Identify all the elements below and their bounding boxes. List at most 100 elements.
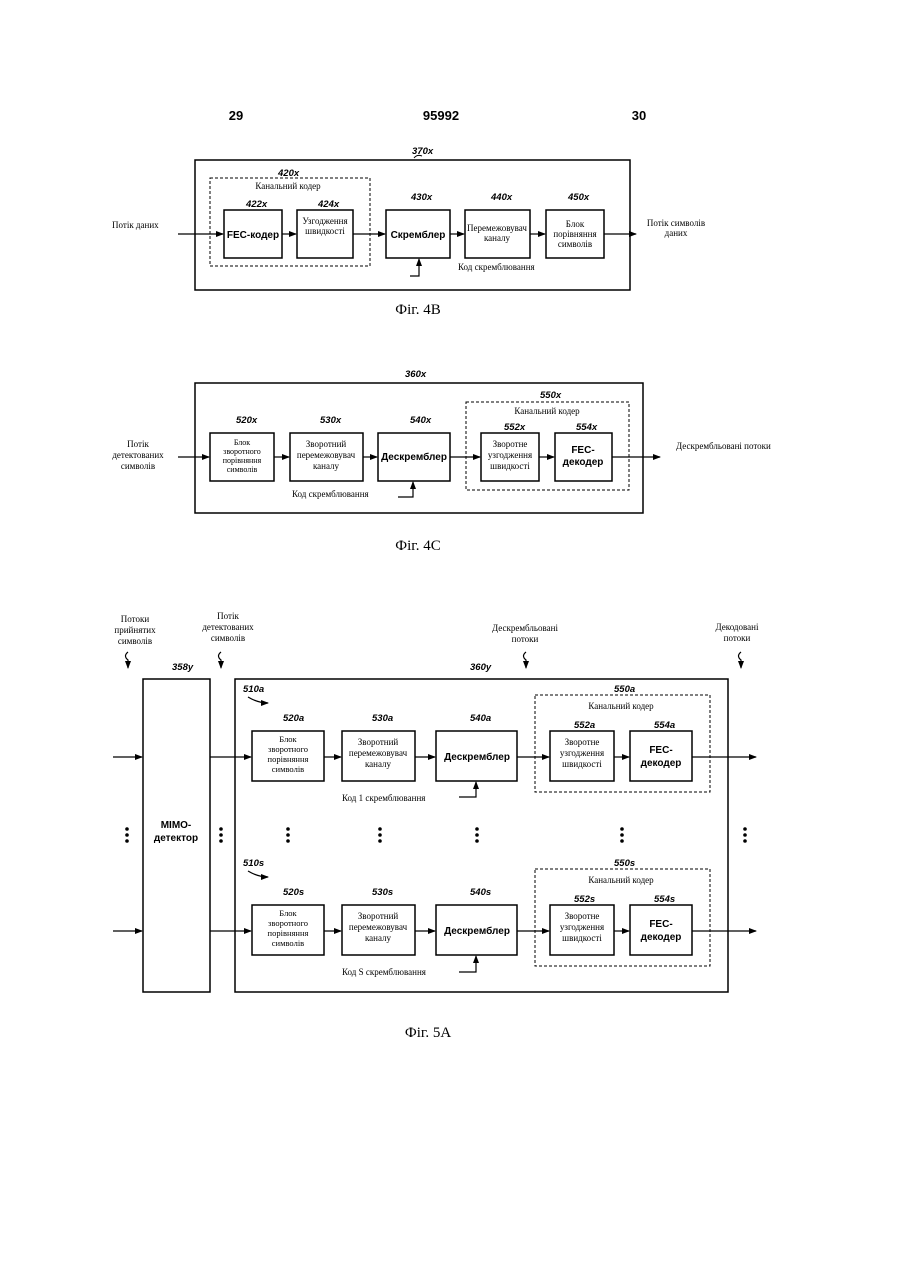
figure-caption-4b: Фіг. 4B <box>395 302 440 318</box>
decoded-streams-line1: Декодовані <box>716 622 759 632</box>
ref-540s: 540s <box>470 887 491 898</box>
demapping-a-line4: символів <box>272 764 304 774</box>
output-label-line1: Потік символів <box>647 218 705 228</box>
decoded-streams-line2: потоки <box>724 633 751 643</box>
fec-decoder-a-line1: FEC- <box>649 745 672 756</box>
ellipsis-dots-row <box>125 827 747 843</box>
ref-554x: 554x <box>576 422 598 433</box>
descrambled-streams-line1: Дескрембльовані <box>492 623 558 633</box>
rate-dematching-a-line3: швидкості <box>562 759 602 769</box>
fec-decoder-line1: FEC- <box>571 445 594 456</box>
deinterleaver-line3: каналу <box>313 461 340 471</box>
descrambled-streams-line2: потоки <box>512 634 539 644</box>
deinterleaver-a-line1: Зворотний <box>358 737 399 747</box>
demapping-line2: зворотного <box>223 447 261 456</box>
figure-4b: 370x 420x Канальний кодер 422x FEC-кодер… <box>112 146 705 318</box>
ref-510a: 510a <box>243 684 264 695</box>
ref-552s: 552s <box>574 894 595 905</box>
ref-430x: 430x <box>410 192 433 203</box>
deinterleaver-line1: Зворотний <box>306 439 347 449</box>
detected-streams-line1: Потік <box>217 611 239 621</box>
rate-matching-line1: Узгодження <box>302 216 347 226</box>
ref-540x: 540x <box>410 415 432 426</box>
ref-550a: 550a <box>614 684 635 695</box>
demapping-a-line2: зворотного <box>268 744 308 754</box>
scrambling-code-label: Код скремблювання <box>458 262 535 272</box>
demapping-s-line1: Блок <box>279 908 297 918</box>
ref-450x: 450x <box>567 192 590 203</box>
rate-dematching-s-line2: узгодження <box>560 922 604 932</box>
fec-decoder-a-line2: декодер <box>641 758 682 769</box>
tx-data-processor-frame <box>195 160 630 290</box>
figure-5a: Потоки прийнятих символів Потік детектов… <box>113 611 759 1041</box>
ref-360y: 360y <box>470 662 492 673</box>
ref-550x: 550x <box>540 390 562 401</box>
ref-520s: 520s <box>283 887 304 898</box>
figure-4c: 360x 550x Канальний кодер 520x Блок звор… <box>112 369 771 554</box>
ref-552a: 552a <box>574 720 595 731</box>
figure-caption-5a: Фіг. 5A <box>405 1025 451 1041</box>
fec-decoder-line2: декодер <box>563 457 604 468</box>
demapping-a-line1: Блок <box>279 734 297 744</box>
ref-530a: 530a <box>372 713 393 724</box>
ref-440x: 440x <box>490 192 513 203</box>
ref-510s: 510s <box>243 858 264 869</box>
ref-358y: 358y <box>172 662 194 673</box>
scrambling-code-1-label: Код 1 скремблювання <box>342 793 425 803</box>
deinterleaver-a-line2: перемежовувач <box>349 748 408 758</box>
ref-554a: 554a <box>654 720 675 731</box>
ref-370x: 370x <box>412 146 434 157</box>
deinterleaver-a-line3: каналу <box>365 759 392 769</box>
descrambler-label: Дескремблер <box>381 451 447 463</box>
channel-coder-s-label: Канальний кодер <box>588 875 654 885</box>
rate-dematching-s-line3: швидкості <box>562 933 602 943</box>
deinterleaver-s-line1: Зворотний <box>358 911 399 921</box>
demapping-s-line2: зворотного <box>268 918 308 928</box>
mimo-detector-line2: детектор <box>154 833 198 844</box>
demapping-a-line3: порівняння <box>268 754 309 764</box>
demapping-line3: порівняння <box>223 456 262 465</box>
scrambling-code-label: Код скремблювання <box>292 489 369 499</box>
received-streams-line1: Потоки <box>121 614 150 624</box>
ref-530s: 530s <box>372 887 393 898</box>
rate-dematching-line1: Зворотне <box>493 439 528 449</box>
scrambler-label: Скремблер <box>391 229 446 241</box>
descrambled-streams-output-label: Дескрембльовані потоки <box>676 441 771 451</box>
page-number-right: 30 <box>632 108 646 123</box>
ref-520a: 520a <box>283 713 304 724</box>
detected-streams-line2: детектованих <box>202 622 254 632</box>
fec-decoder-s-block <box>630 905 692 955</box>
demapping-line4: символів <box>227 465 258 474</box>
output-label-line2: даних <box>665 228 688 238</box>
ref-554s: 554s <box>654 894 675 905</box>
deinterleaver-s-line3: каналу <box>365 933 392 943</box>
channel-coder-label: Канальний кодер <box>514 406 580 416</box>
ref-360x: 360x <box>405 369 427 380</box>
ref-420x: 420x <box>277 168 300 179</box>
descrambler-s-label: Дескремблер <box>444 925 510 937</box>
fec-decoder-s-line2: декодер <box>641 932 682 943</box>
received-streams-line2: прийнятих <box>114 625 156 635</box>
fec-encoder-label: FEC-кодер <box>227 230 279 241</box>
mapping-line1: Блок <box>566 219 585 229</box>
interleaver-line1: Перемежовувач <box>467 223 527 233</box>
received-streams-line3: символів <box>118 636 152 646</box>
mapping-line3: символів <box>558 239 592 249</box>
scrambling-code-s-label: Код S скремблювання <box>342 967 426 977</box>
demapping-s-line3: порівняння <box>268 928 309 938</box>
input-label-line3: символів <box>121 461 155 471</box>
rate-dematching-s-line1: Зворотне <box>565 911 600 921</box>
document-number: 95992 <box>423 108 459 123</box>
fec-decoder-a-block <box>630 731 692 781</box>
mapping-line2: порівняння <box>553 229 596 239</box>
rate-matching-line2: швидкості <box>305 226 345 236</box>
deinterleaver-line2: перемежовувач <box>297 450 356 460</box>
demapping-line1: Блок <box>234 438 250 447</box>
demapping-s-line4: символів <box>272 938 304 948</box>
ref-520x: 520x <box>236 415 258 426</box>
ref-422x: 422x <box>245 199 268 210</box>
deinterleaver-s-line2: перемежовувач <box>349 922 408 932</box>
ref-424x: 424x <box>317 199 340 210</box>
fec-decoder-s-line1: FEC- <box>649 919 672 930</box>
